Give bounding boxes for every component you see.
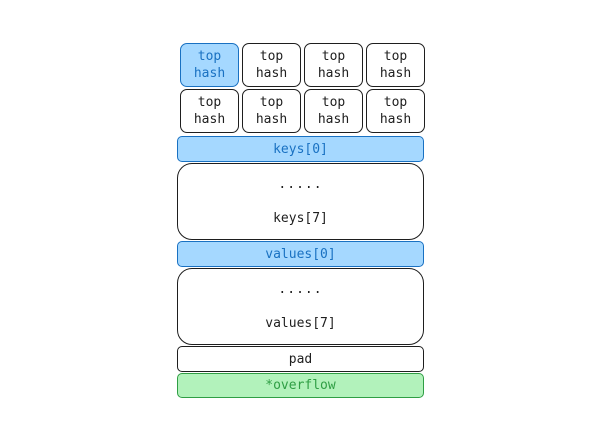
values-first-label: values[0] bbox=[265, 246, 336, 262]
tophash-cell-7-line1: top bbox=[383, 95, 408, 110]
tophash-cell-5-line1: top bbox=[259, 95, 284, 110]
keys-rest-block: ..... keys[7] bbox=[177, 163, 424, 240]
tophash-cell-1: top hash bbox=[242, 43, 301, 87]
tophash-cell-2-line1: top bbox=[321, 49, 346, 64]
tophash-cell-6-line2: hash bbox=[317, 112, 350, 127]
tophash-cell-7: top hash bbox=[366, 89, 425, 133]
pad-slot: pad bbox=[177, 346, 424, 372]
tophash-cell-0: top hash bbox=[180, 43, 239, 87]
tophash-cell-7-line2: hash bbox=[379, 112, 412, 127]
tophash-cell-5-line2: hash bbox=[255, 112, 288, 127]
tophash-cell-3-line1: top bbox=[383, 49, 408, 64]
tophash-cell-4: top hash bbox=[180, 89, 239, 133]
tophash-cell-6-line1: top bbox=[321, 95, 346, 110]
keys-first-slot: keys[0] bbox=[177, 136, 424, 162]
overflow-pointer-slot: *overflow bbox=[177, 373, 424, 398]
tophash-cell-4-line1: top bbox=[197, 95, 222, 110]
values-ellipsis: ..... bbox=[278, 282, 323, 297]
pad-label: pad bbox=[288, 351, 313, 367]
tophash-cell-6: top hash bbox=[304, 89, 363, 133]
tophash-cell-0-line1: top bbox=[197, 49, 222, 64]
keys-last-label: keys[7] bbox=[273, 211, 328, 226]
values-last-label: values[7] bbox=[265, 316, 336, 331]
tophash-cell-3: top hash bbox=[366, 43, 425, 87]
keys-first-label: keys[0] bbox=[273, 141, 328, 157]
tophash-cell-2-line2: hash bbox=[317, 66, 350, 81]
tophash-cell-3-line2: hash bbox=[379, 66, 412, 81]
tophash-cell-0-line2: hash bbox=[193, 66, 226, 81]
tophash-cell-2: top hash bbox=[304, 43, 363, 87]
overflow-label: *overflow bbox=[265, 378, 336, 393]
tophash-cell-4-line2: hash bbox=[193, 112, 226, 127]
values-first-slot: values[0] bbox=[177, 241, 424, 267]
values-rest-block: ..... values[7] bbox=[177, 268, 424, 345]
tophash-cell-1-line2: hash bbox=[255, 66, 288, 81]
keys-ellipsis: ..... bbox=[278, 177, 323, 192]
tophash-cell-5: top hash bbox=[242, 89, 301, 133]
tophash-cell-1-line1: top bbox=[259, 49, 284, 64]
